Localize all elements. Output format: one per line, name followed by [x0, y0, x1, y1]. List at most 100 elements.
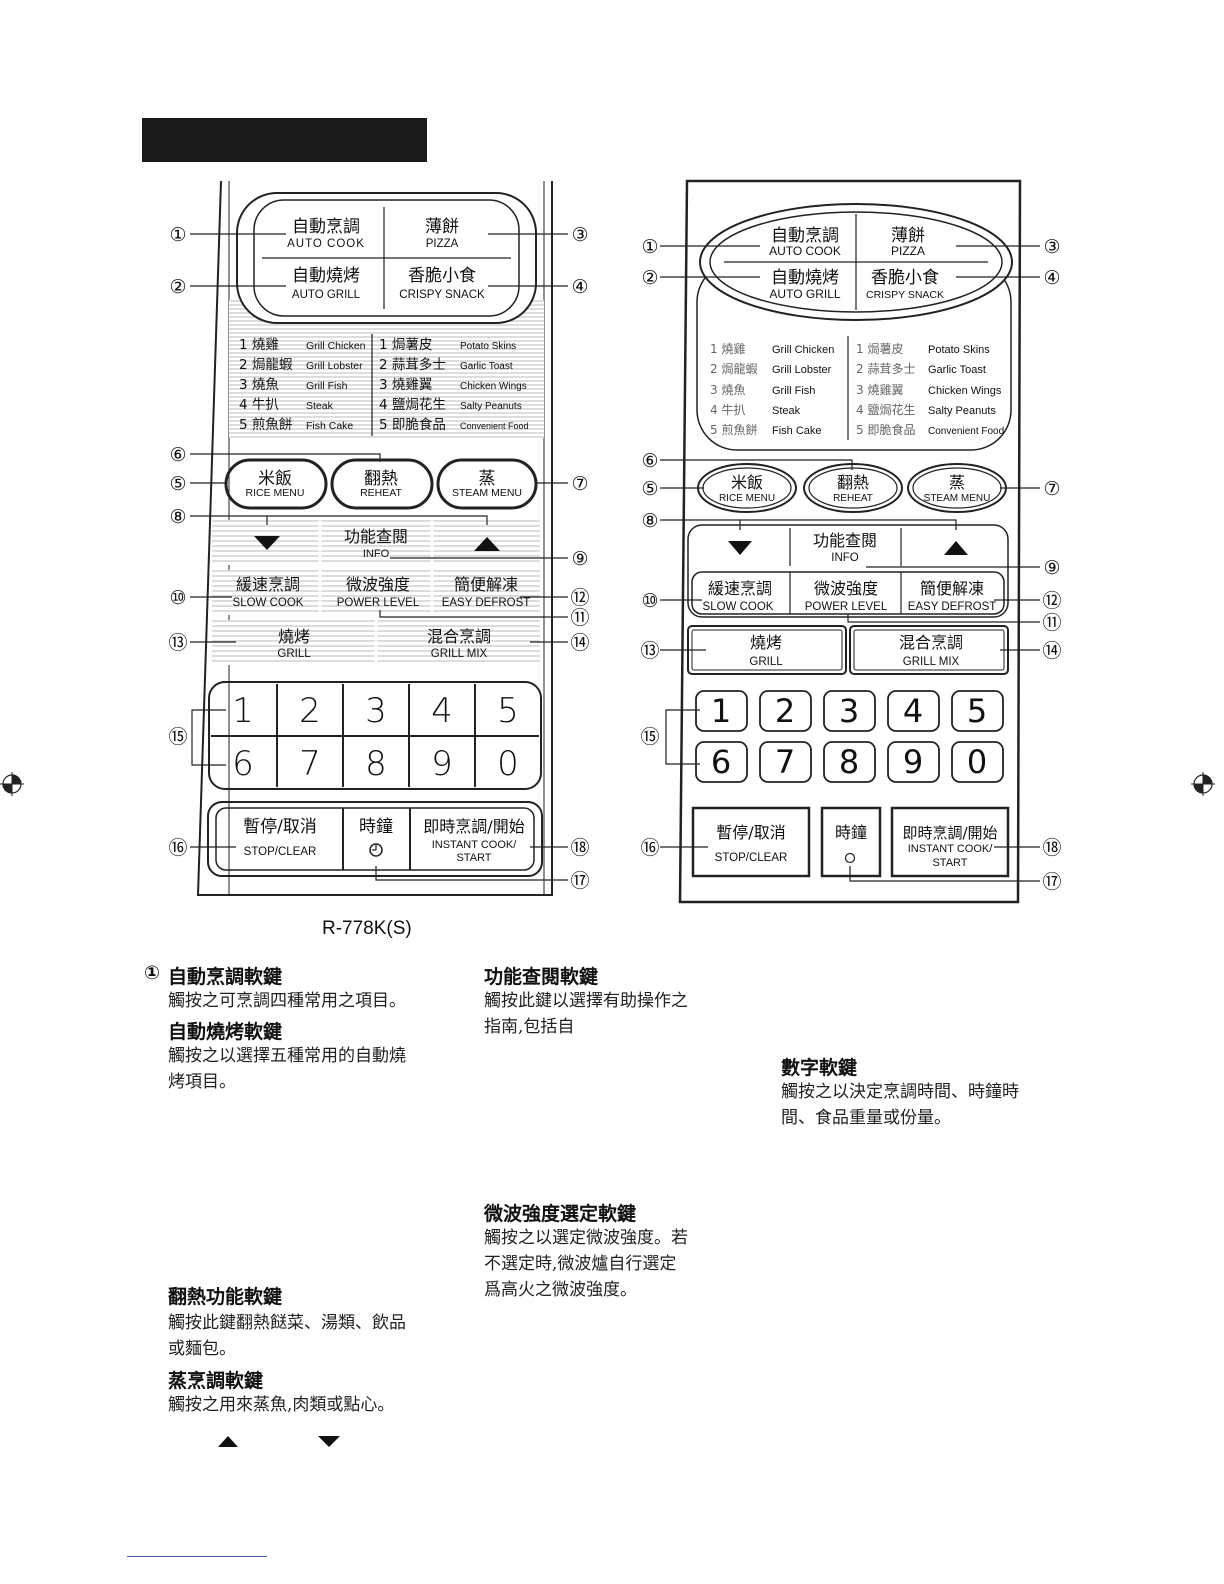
svg-text:Grill Chicken: Grill Chicken	[772, 344, 834, 356]
svg-text:STOP/CLEAR: STOP/CLEAR	[715, 852, 788, 864]
svg-text:⑭: ⑭	[1042, 640, 1061, 662]
callout-num-1: ①	[144, 962, 161, 984]
svg-text:⑧: ⑧	[641, 510, 658, 532]
down-arrow-icon	[318, 1436, 340, 1447]
svg-text:4: 4	[903, 692, 923, 730]
svg-text:⑥: ⑥	[169, 444, 186, 466]
svg-text:緩速烹調: 緩速烹調	[708, 579, 772, 598]
svg-text:自動烹調: 自動烹調	[771, 225, 839, 246]
rice-menu-key-en: RICE MENU	[246, 487, 305, 499]
reheat-desc-title: 翻熱功能軟鍵	[168, 1286, 283, 1308]
svg-text:⑫: ⑫	[570, 587, 589, 609]
easy-defrost-key: 簡便解凍	[454, 575, 518, 594]
svg-text:EASY DEFROST: EASY DEFROST	[908, 601, 997, 613]
svg-text:1 燒雞: 1 燒雞	[239, 337, 279, 353]
steam-desc-body: 觸按之用來蒸魚,肉類或點心。	[168, 1395, 395, 1415]
svg-text:5 即脆食品: 5 即脆食品	[379, 416, 446, 433]
auto-grill-key-en: AUTO GRILL	[292, 289, 361, 301]
svg-text:4 牛扒: 4 牛扒	[239, 397, 279, 413]
right-panel-labels: 自動烹調 AUTO COOK 薄餅 PIZZA 自動燒烤 AUTO GRILL …	[703, 225, 998, 869]
svg-text:③: ③	[1043, 236, 1060, 258]
svg-text:⑨: ⑨	[1043, 557, 1060, 579]
svg-text:4 鹽焗花生: 4 鹽焗花生	[379, 397, 446, 413]
svg-text:⑬: ⑬	[168, 632, 187, 654]
svg-text:Chicken Wings: Chicken Wings	[460, 381, 527, 392]
svg-text:Grill Lobster: Grill Lobster	[306, 360, 363, 372]
grill-key-en: GRILL	[277, 648, 311, 660]
svg-text:5: 5	[967, 692, 987, 730]
left-panel-labels: 自動烹調 AUTO COOK 薄餅 PIZZA 自動燒烤 AUTO GRILL …	[232, 216, 530, 864]
crispy-snack-key: 香脆小食	[408, 266, 476, 286]
power-level-key-en: POWER LEVEL	[337, 597, 420, 609]
left-grill-menu-list: 1 燒雞 Grill Chicken 2 焗龍蝦 Grill Lobster 3…	[239, 337, 366, 433]
svg-text:⑩: ⑩	[641, 590, 658, 612]
svg-text:GRILL MIX: GRILL MIX	[903, 656, 960, 668]
svg-text:⑩: ⑩	[169, 587, 186, 609]
svg-text:⑰: ⑰	[1042, 871, 1061, 893]
svg-text:⑤: ⑤	[641, 478, 658, 500]
svg-text:①: ①	[641, 236, 658, 258]
svg-text:3 燒魚: 3 燒魚	[710, 383, 745, 397]
pizza-key-en: PIZZA	[426, 238, 459, 250]
svg-text:1 燒雞: 1 燒雞	[710, 342, 745, 356]
svg-text:⑫: ⑫	[1042, 590, 1061, 612]
auto-cook-key-en: AUTO COOK	[287, 238, 365, 250]
svg-text:Chicken Wings: Chicken Wings	[928, 385, 1002, 397]
svg-text:⑥: ⑥	[641, 450, 658, 472]
svg-text:7: 7	[775, 743, 795, 781]
digit-desc-title: 數字軟鍵	[781, 1057, 858, 1079]
svg-text:REHEAT: REHEAT	[833, 493, 873, 504]
right-control-panel	[678, 179, 1022, 904]
clock-key: 時鐘	[359, 817, 393, 837]
svg-text:STEAM MENU: STEAM MENU	[924, 493, 991, 504]
svg-text:INSTANT COOK/: INSTANT COOK/	[908, 843, 993, 855]
svg-text:2 焗龍蝦: 2 焗龍蝦	[239, 356, 293, 373]
svg-text:香脆小食: 香脆小食	[871, 268, 939, 288]
stop-clear-key: 暫停/取消	[243, 817, 317, 837]
svg-text:PIZZA: PIZZA	[891, 244, 925, 258]
left-control-panel	[196, 180, 553, 896]
grill-key: 燒烤	[278, 627, 310, 646]
digit-key: 4	[431, 691, 453, 731]
svg-text:3 燒魚: 3 燒魚	[239, 377, 279, 393]
svg-text:⑰: ⑰	[570, 870, 589, 892]
auto-cook-key: 自動烹調	[292, 216, 360, 237]
reheat-key-en: REHEAT	[360, 487, 402, 499]
right-grill-menu-list: 1 燒雞 Grill Chicken 2 焗龍蝦 Grill Lobster 3…	[710, 342, 834, 437]
reheat-desc-body1: 觸按此鍵翻熱餸菜、湯類、飲品	[168, 1313, 406, 1333]
grill-mix-key-en: GRILL MIX	[431, 648, 488, 660]
svg-text:⑪: ⑪	[1042, 612, 1061, 634]
svg-text:Salty Peanuts: Salty Peanuts	[460, 401, 522, 412]
grill-mix-key: 混合烹調	[427, 627, 491, 646]
svg-text:Steak: Steak	[772, 405, 801, 417]
registration-mark-left	[0, 772, 24, 796]
svg-text:POWER LEVEL: POWER LEVEL	[805, 601, 888, 613]
svg-text:3 燒雞翼: 3 燒雞翼	[856, 383, 903, 397]
svg-text:⑯: ⑯	[640, 837, 659, 859]
svg-text:⑪: ⑪	[570, 607, 589, 629]
power-desc-title: 微波強度選定軟鍵	[484, 1203, 637, 1225]
svg-text:CRISPY SNACK: CRISPY SNACK	[866, 289, 944, 301]
steam-key: 蒸	[479, 469, 496, 489]
svg-text:5 煎魚餅: 5 煎魚餅	[239, 417, 292, 433]
start-key-en2: START	[456, 852, 491, 864]
svg-text:2 焗龍蝦: 2 焗龍蝦	[710, 361, 757, 376]
digit-desc-body2: 間、食品重量或份量。	[781, 1108, 951, 1128]
svg-text:0: 0	[967, 743, 987, 781]
svg-text:3 燒雞翼: 3 燒雞翼	[379, 377, 432, 393]
svg-text:1: 1	[711, 692, 731, 730]
power-level-key: 微波強度	[346, 575, 410, 594]
svg-text:④: ④	[571, 276, 588, 298]
svg-text:5 煎魚餅: 5 煎魚餅	[710, 422, 757, 437]
svg-text:②: ②	[641, 267, 658, 289]
model-label: R-778K(S)	[322, 918, 412, 939]
svg-text:Convenient Food: Convenient Food	[928, 426, 1004, 437]
svg-text:Grill Chicken: Grill Chicken	[306, 340, 366, 352]
start-key-en1: INSTANT COOK/	[432, 839, 517, 851]
svg-text:自動燒烤: 自動燒烤	[771, 268, 839, 288]
svg-text:②: ②	[169, 276, 186, 298]
info-key-en: INFO	[363, 548, 390, 560]
info-key: 功能查閱	[344, 527, 408, 546]
start-key: 即時烹調/開始	[423, 817, 524, 836]
